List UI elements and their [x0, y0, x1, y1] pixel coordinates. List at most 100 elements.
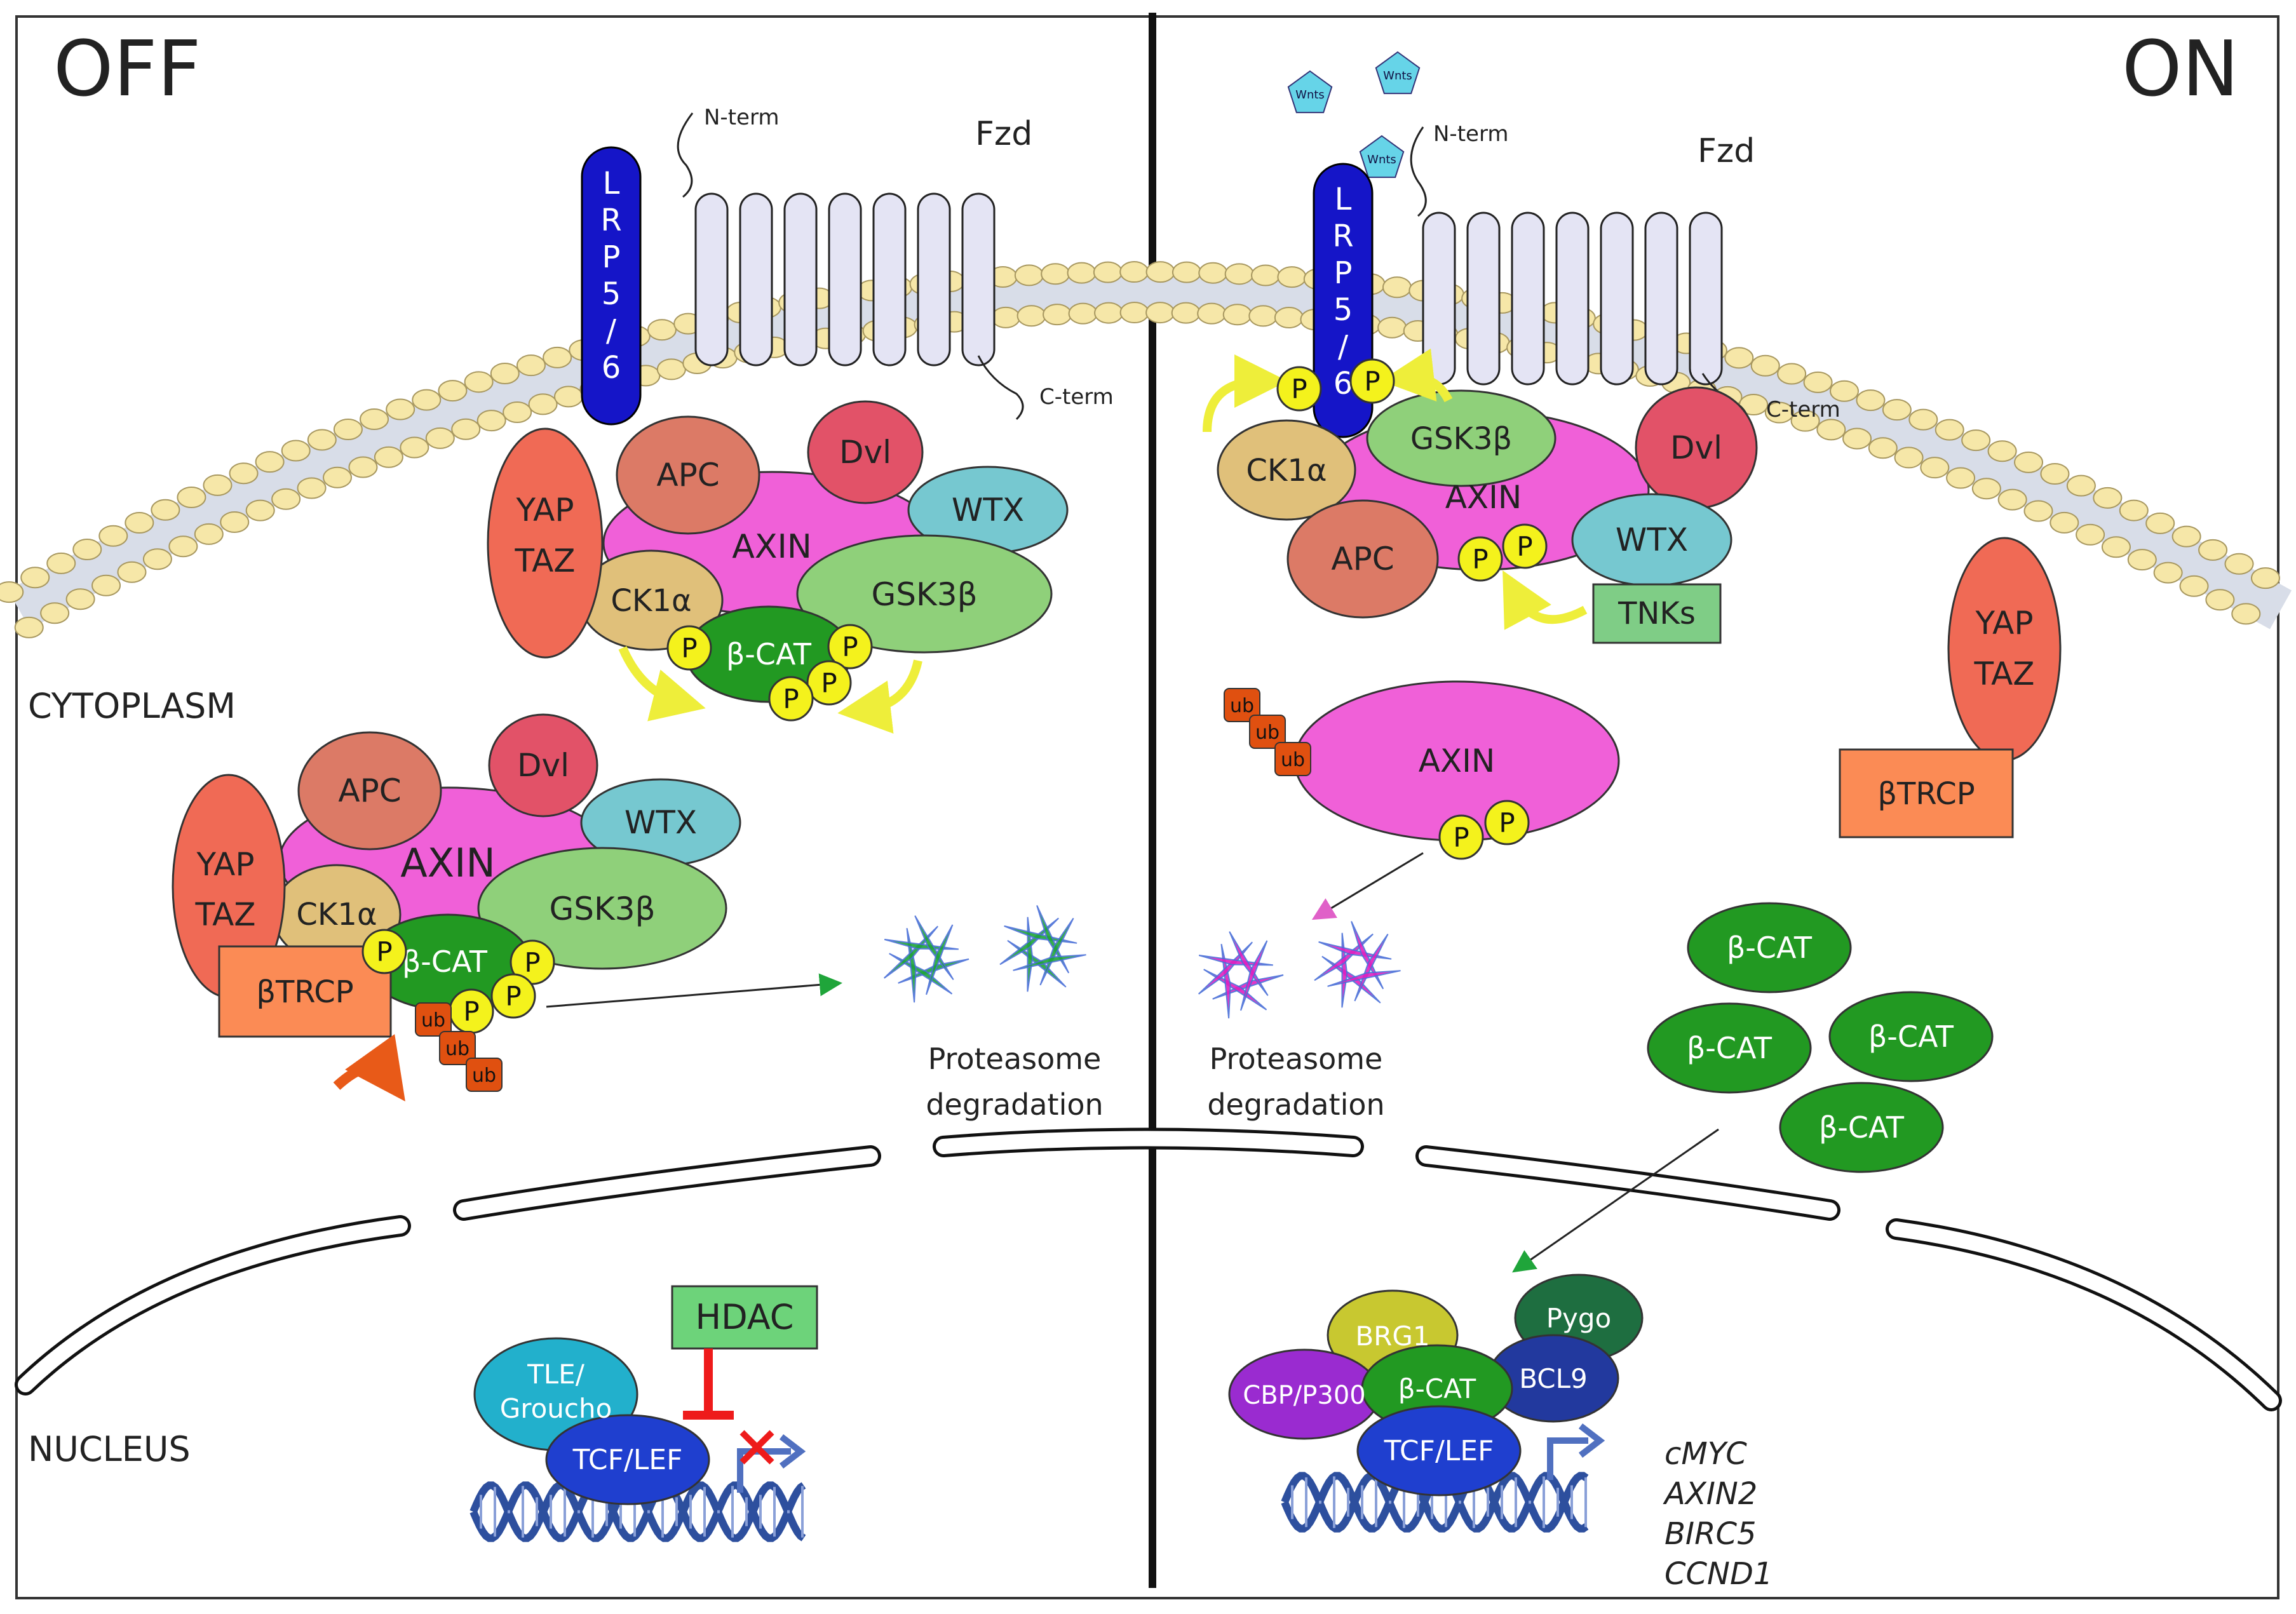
proteasome-off	[884, 905, 1086, 1003]
ck1a-label: CK1α	[611, 583, 691, 619]
fzd-helix	[1466, 212, 1501, 386]
plasma-membrane	[0, 261, 2292, 638]
lipid-head	[72, 539, 102, 561]
lipid-head	[2205, 589, 2235, 611]
bcat-oval-free	[1779, 1082, 1944, 1173]
fzd-helix	[1600, 212, 1634, 386]
lipid-head	[464, 371, 494, 393]
lipid-head	[2050, 511, 2079, 534]
gene-ccnd1: CCND1	[1665, 1556, 1773, 1592]
lrp-letter: 5	[1334, 292, 1353, 328]
yellow-arrow-tnks	[1503, 570, 1588, 630]
hdac-label: HDAC	[696, 1297, 794, 1337]
lipid-head	[20, 567, 50, 589]
bcat-label-free: β-CAT	[1727, 931, 1813, 965]
lrp-letter: L	[603, 166, 620, 201]
fzd-helix	[1644, 212, 1678, 386]
lipid-head	[307, 429, 337, 451]
apc-oval	[297, 731, 442, 851]
gsk3b-label: GSK3β	[872, 576, 978, 613]
apc-label: APC	[656, 457, 719, 494]
lipid-head	[2224, 553, 2254, 575]
lipid-head	[543, 346, 572, 368]
lipid-head	[1198, 262, 1228, 284]
lipid-head	[1777, 363, 1807, 385]
lipid-head	[386, 398, 415, 420]
proteasome-shard	[1229, 931, 1269, 997]
ubiquitin-box	[439, 1031, 476, 1065]
degradation-label-on: degradation	[1207, 1087, 1384, 1122]
yellow-arrow-right	[837, 659, 922, 734]
apc-label: APC	[1331, 541, 1394, 577]
yellow-arrow-ck1a	[1203, 354, 1288, 433]
ubiquitin-label: ub	[1230, 695, 1254, 717]
proteasome-shard	[889, 953, 953, 995]
lipid-head	[516, 354, 546, 377]
lipid-head	[1043, 304, 1072, 326]
phosphate-label: P	[681, 633, 697, 664]
lipid-head	[2023, 500, 2053, 522]
lipid-head	[412, 389, 442, 411]
wtx-label: WTX	[625, 804, 697, 841]
lipid-head	[1251, 264, 1281, 286]
envelope-segment-inner	[1889, 1221, 2279, 1408]
c-term-label-off: C-term	[1039, 384, 1114, 410]
lipid-head	[2119, 499, 2149, 521]
phosphate-label: P	[505, 981, 521, 1012]
dvl-oval	[488, 713, 598, 817]
lrp-letter: /	[1338, 329, 1349, 365]
lipid-head	[1997, 488, 2027, 511]
phosphate-label: P	[842, 631, 858, 662]
btrcp-label-on: βTRCP	[1877, 776, 1975, 812]
phosphate-label: P	[1499, 807, 1515, 838]
wnt-label: Wnts	[1383, 69, 1412, 83]
proteasome-shard	[1027, 917, 1034, 992]
lipid-head	[1014, 264, 1044, 286]
lipid-head	[1041, 263, 1070, 285]
blocked-x-2	[739, 1430, 774, 1465]
lipid-head	[177, 487, 206, 509]
transcription-arrow-off	[737, 1448, 791, 1493]
yap-label: YAP	[515, 492, 574, 528]
phosphate-label: P	[783, 683, 799, 715]
c-term-label-on: C-term	[1766, 397, 1840, 422]
lrp-letter: R	[600, 203, 621, 238]
lrp-letter: 6	[1334, 366, 1353, 401]
yellow-arrow-gsk3b	[1381, 348, 1453, 403]
lipid-head	[14, 616, 44, 638]
bcat-oval-free	[1647, 1002, 1812, 1094]
apc-oval	[616, 415, 760, 535]
lipid-head	[1277, 266, 1307, 288]
lipid-head	[1197, 302, 1227, 325]
proteasome-shard	[999, 917, 1059, 965]
bcat-label: β-CAT	[402, 945, 488, 979]
phosphate-label: P	[463, 996, 479, 1027]
envelope-segment-inner	[936, 1131, 1361, 1154]
lrp-receptor-off	[581, 146, 642, 426]
ck1a-label: CK1α	[296, 897, 377, 932]
dvl-label: Dvl	[1670, 429, 1722, 466]
lipid-head	[1068, 302, 1098, 325]
fzd-helix	[961, 192, 996, 367]
fzd-receptor-on	[1422, 212, 1723, 386]
phosphate-circle	[490, 973, 536, 1019]
n-term-label-off: N-term	[704, 105, 779, 130]
lipid-head	[220, 511, 250, 533]
axin-label: AXIN	[400, 840, 496, 886]
lipid-head	[1971, 478, 2001, 500]
fzd-label-off: Fzd	[975, 115, 1032, 153]
lipid-head	[271, 488, 301, 510]
wnt-label: Wnts	[1367, 153, 1396, 166]
proteasome-on	[1198, 920, 1401, 1019]
lipid-head	[647, 319, 677, 341]
lipid-head	[40, 602, 70, 624]
groucho-label: Groucho	[500, 1393, 612, 1424]
gsk3b-oval	[477, 847, 727, 970]
envelope-segment	[15, 1215, 411, 1395]
lipid-head	[1172, 261, 1201, 283]
axin-label: AXIN	[732, 528, 811, 566]
